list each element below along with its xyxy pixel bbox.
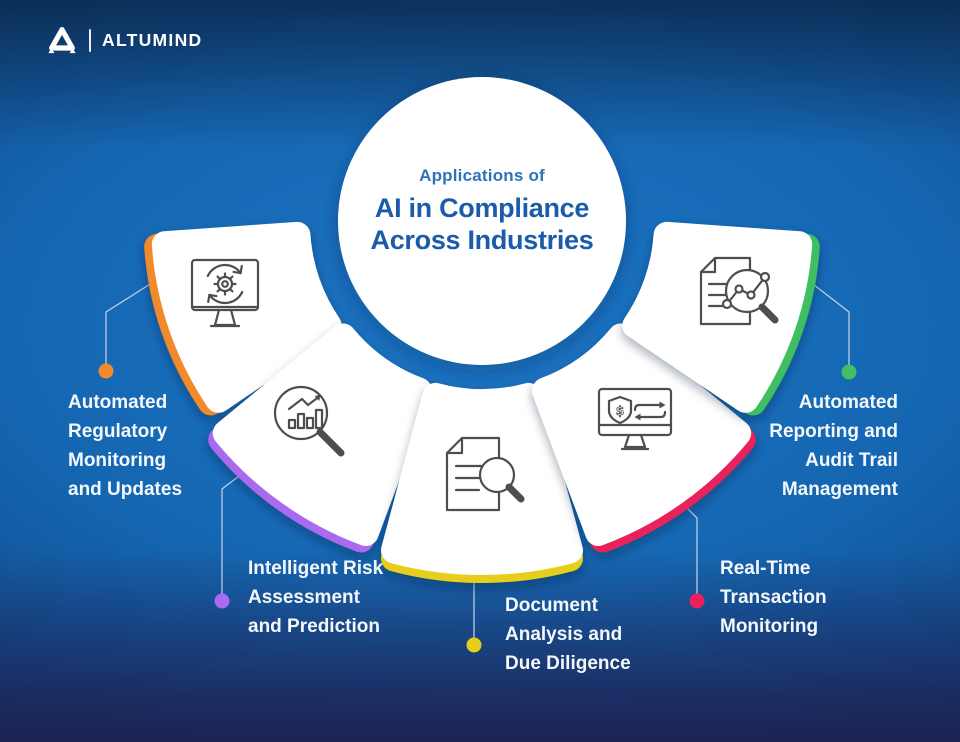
connector-dots <box>98 363 857 653</box>
secure-transaction-monitor-icon: $ <box>597 387 673 451</box>
center-heading: Applications of AI in Compliance Across … <box>332 166 632 256</box>
card-face <box>151 221 342 413</box>
brand-name: ALTUMIND <box>102 29 203 50</box>
chart-magnifier-icon <box>273 385 345 457</box>
dot-real-time <box>689 593 705 609</box>
brand-logo: ALTUMIND <box>46 25 202 55</box>
label-real-time-transaction: Real-Time Transaction Monitoring <box>720 558 827 637</box>
label-intelligent-risk-assessment: Intelligent Risk Assessment and Predicti… <box>248 558 384 637</box>
monitor-gear-sync-icon <box>190 258 260 328</box>
label-document-analysis: Document Analysis and Due Diligence <box>505 595 631 674</box>
center-circle <box>338 77 626 365</box>
dot-intelligent-risk <box>214 593 230 609</box>
label-automated-regulatory-monitoring: Automated Regulatory Monitoring and Upda… <box>68 392 183 500</box>
card-automated-regulatory-monitoring <box>144 221 342 416</box>
document-magnifier-icon <box>445 436 525 512</box>
altumind-logo-icon <box>48 27 76 54</box>
connector-automated-reporting <box>808 280 850 365</box>
connector-lines <box>105 280 850 638</box>
dot-automated-regulatory <box>98 363 114 379</box>
dot-automated-reporting <box>841 364 857 380</box>
logo-divider <box>89 28 91 52</box>
report-network-magnifier-icon <box>699 256 779 326</box>
dollar-glyph: $ <box>616 404 624 418</box>
dot-document-analysis <box>466 637 482 653</box>
connector-automated-regulatory <box>105 280 156 364</box>
label-automated-reporting: Automated Reporting and Audit Trail Mana… <box>769 392 898 500</box>
heading-title: AI in Compliance Across Industries <box>370 193 594 255</box>
card-automated-reporting <box>622 221 820 416</box>
heading-eyebrow: Applications of <box>419 166 545 185</box>
